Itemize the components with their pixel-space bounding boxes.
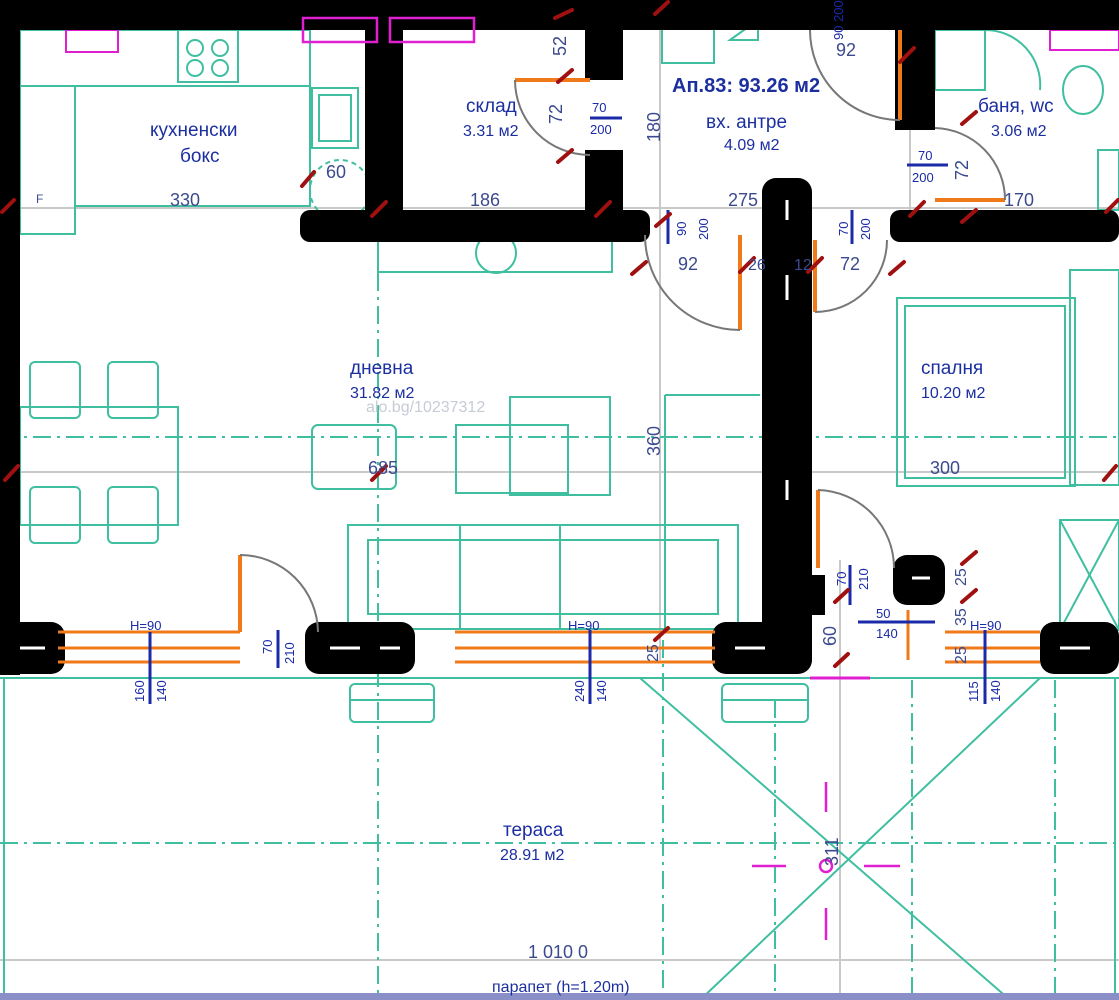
dim-72-bed: 72	[840, 254, 860, 274]
walls	[0, 0, 1119, 675]
terrace-door-h: 210	[282, 642, 297, 664]
window3-a: 115	[966, 681, 981, 702]
hall-label: вх. антре	[706, 112, 787, 133]
doors	[238, 29, 1006, 633]
bathroom-fixtures	[934, 28, 1119, 211]
window3-b: 140	[988, 680, 1003, 702]
bath-label: баня, wc	[978, 96, 1054, 117]
storage-door-h: 200	[590, 122, 612, 137]
dim-360: 360	[644, 426, 664, 456]
storage-label: склад	[466, 96, 517, 117]
dim-275: 275	[728, 190, 758, 210]
window2-b: 140	[594, 680, 609, 702]
bath-door-w: 70	[918, 148, 932, 163]
kitchen-label-line1: кухненски	[150, 120, 238, 141]
bed-door-h: 200	[858, 218, 873, 240]
hall-door-h: 200	[696, 218, 711, 240]
dim-25-bed: 25	[953, 568, 970, 586]
window4-b: 140	[876, 626, 898, 641]
terrace-chairs	[349, 683, 809, 723]
dim-72-storage: 72	[546, 104, 566, 124]
dim-60-kitchen: 60	[326, 162, 346, 182]
parapet-label: парапет (h=1.20m)	[492, 979, 630, 996]
watermark: alo.bg/10237312	[366, 399, 485, 416]
dim-300: 300	[930, 458, 960, 478]
bedroom-area: 10.20 м2	[921, 385, 985, 402]
hall-door-w: 90	[674, 222, 689, 236]
parapet-edge	[0, 993, 1119, 1000]
f-mark: F	[36, 192, 43, 206]
window2-a: 240	[572, 680, 587, 702]
window1-h: H=90	[130, 618, 161, 633]
living-area: 31.82 м2	[350, 385, 414, 402]
window4-a: 50	[876, 606, 890, 621]
terrace-door-w: 70	[260, 640, 275, 654]
dim-25-win: 25	[953, 646, 970, 664]
dim-12: 12	[794, 257, 812, 274]
dim-180: 180	[644, 112, 664, 142]
dim-330: 330	[170, 190, 200, 210]
bath-door-h: 200	[912, 170, 934, 185]
dim-685: 685	[368, 458, 398, 478]
dim-311: 311	[822, 837, 842, 866]
storage-door-w: 70	[592, 100, 606, 115]
living-furniture	[311, 232, 760, 630]
terrace-outline	[0, 677, 1119, 1000]
dim-26: 26	[748, 257, 766, 274]
bed-door-w: 70	[836, 222, 851, 236]
window1-a: 160	[132, 680, 147, 702]
dim-72-bath: 72	[952, 160, 972, 180]
axis-lines	[0, 240, 1119, 1000]
bath-area: 3.06 м2	[991, 123, 1047, 140]
dim-170: 170	[1004, 190, 1034, 210]
window2-h: H=90	[568, 618, 599, 633]
terrace-area: 28.91 м2	[500, 847, 564, 864]
storage-area: 3.31 м2	[463, 123, 519, 140]
dim-90-200-top: 90 200	[831, 0, 846, 40]
dim-1010: 1 010 0	[528, 942, 588, 962]
living-label: дневна	[350, 358, 414, 379]
terrace-label: тераса	[503, 820, 564, 841]
dim-92-top: 92	[836, 40, 856, 60]
dim-92-hall: 92	[678, 254, 698, 274]
dim-60-terrace: 60	[820, 626, 840, 646]
bed	[896, 269, 1119, 631]
window3-h: H=90	[970, 618, 1001, 633]
dim-35-bed: 35	[953, 608, 970, 626]
dim-186: 186	[470, 190, 500, 210]
hall-area: 4.09 м2	[724, 137, 780, 154]
bed-terrace-door-h: 210	[856, 568, 871, 590]
tick-marks	[0, 0, 1119, 668]
kitchen-label-line2: бокс	[180, 146, 219, 167]
apartment-title: Ап.83: 93.26 м2	[672, 75, 820, 97]
markers	[301, 16, 900, 940]
bedroom-label: спалня	[921, 358, 983, 379]
dining-set	[19, 361, 179, 544]
bed-terrace-door-w: 70	[834, 572, 849, 586]
dim-52: 52	[550, 36, 570, 56]
window1-b: 140	[154, 680, 169, 702]
dim-25-living: 25	[645, 644, 662, 662]
wall-axis-marks	[20, 200, 1090, 650]
